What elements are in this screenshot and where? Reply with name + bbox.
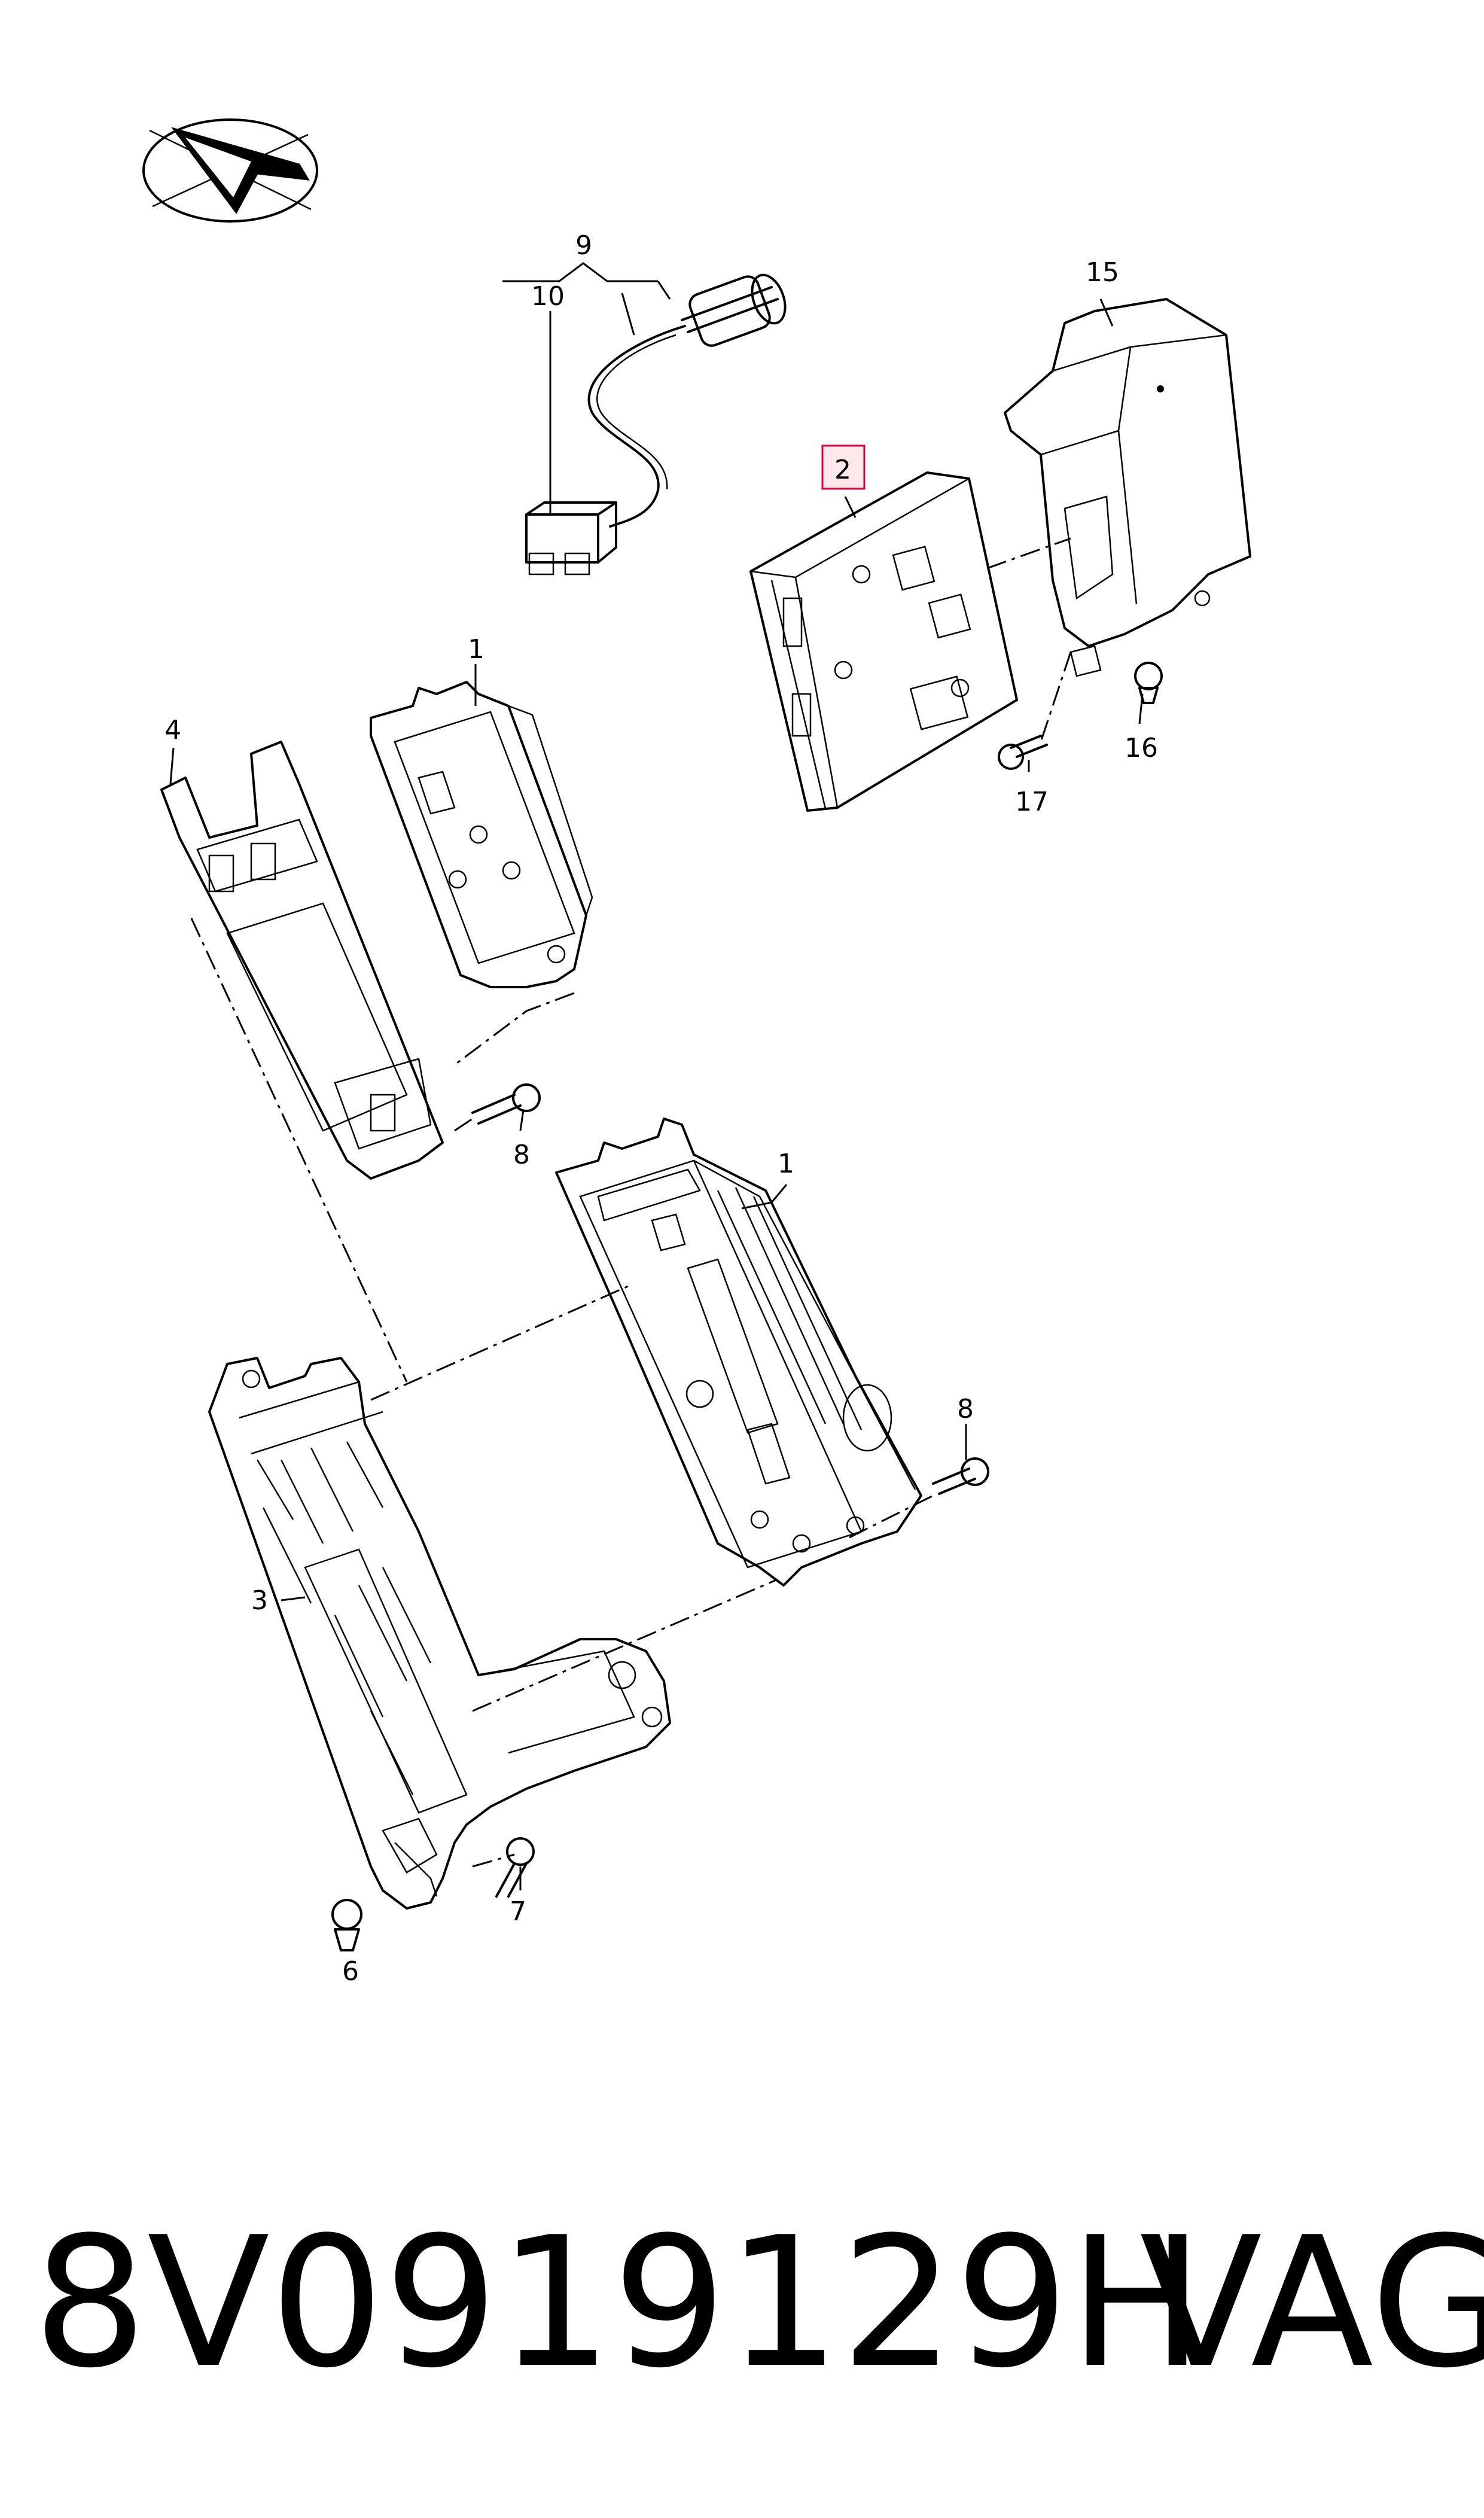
part-number: 8V0919129H bbox=[33, 2199, 1204, 2407]
callout-8-lower: 8 bbox=[957, 1394, 974, 1424]
callout-10: 10 bbox=[531, 281, 565, 312]
unit-1-upper bbox=[370, 681, 593, 988]
mounting-frame-4 bbox=[160, 741, 444, 1180]
leader-lines bbox=[169, 262, 1144, 1890]
screw-8-lower bbox=[932, 1457, 989, 1495]
callout-6: 6 bbox=[342, 1956, 359, 1987]
callout-3: 3 bbox=[251, 1585, 268, 1616]
callout-1-upper: 1 bbox=[468, 634, 484, 665]
cover-bracket-15 bbox=[1004, 298, 1251, 677]
screw-17 bbox=[998, 735, 1048, 770]
callout-17: 17 bbox=[1015, 787, 1049, 817]
cable-assembly-9-10 bbox=[525, 273, 787, 576]
control-unit-2 bbox=[749, 471, 1018, 812]
screw-8-upper bbox=[471, 1083, 541, 1125]
callout-16: 16 bbox=[1125, 733, 1158, 763]
callout-labels: 9 10 15 2 16 17 1 4 8 1 8 3 6 7 bbox=[164, 230, 1158, 1987]
callout-4: 4 bbox=[164, 715, 181, 745]
callout-9: 9 bbox=[575, 230, 592, 261]
callout-8-upper: 8 bbox=[513, 1140, 530, 1170]
orientation-logo bbox=[142, 118, 318, 223]
unit-1-lower bbox=[555, 1118, 922, 1587]
callout-1-lower: 1 bbox=[778, 1149, 794, 1179]
clip-6 bbox=[331, 1899, 362, 1951]
screw-16 bbox=[1134, 662, 1163, 704]
callout-2-highlight bbox=[821, 444, 866, 490]
assembly-lines bbox=[190, 537, 1072, 1868]
screw-7 bbox=[495, 1837, 535, 1898]
callout-2: 2 bbox=[834, 455, 851, 485]
bracket-3 bbox=[208, 1357, 671, 1910]
brand-name: VAG bbox=[1139, 2199, 1484, 2407]
callout-7: 7 bbox=[510, 1896, 526, 1927]
callout-15: 15 bbox=[1086, 257, 1119, 288]
